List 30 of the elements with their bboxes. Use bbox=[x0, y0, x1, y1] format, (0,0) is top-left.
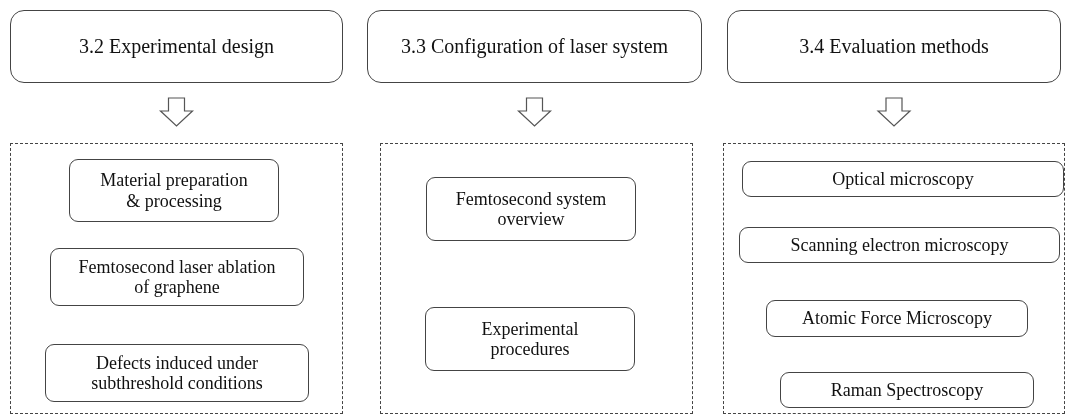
process-box bbox=[69, 159, 279, 222]
process-box bbox=[739, 227, 1060, 263]
dashed-group-box bbox=[723, 143, 1065, 414]
process-box bbox=[426, 177, 636, 241]
process-box bbox=[742, 161, 1064, 197]
box-label: Optical microscopy bbox=[832, 168, 974, 190]
box-label: Experimental procedures bbox=[480, 318, 580, 360]
process-box bbox=[780, 372, 1034, 408]
section-box bbox=[367, 10, 702, 83]
dashed-group-box bbox=[380, 143, 693, 414]
box-label: Atomic Force Microscopy bbox=[802, 308, 992, 329]
section-box bbox=[727, 10, 1061, 83]
process-box bbox=[425, 307, 635, 371]
box-label: Defects induced under subthreshold conditions bbox=[90, 352, 264, 394]
box-label: 3.4 Evaluation methods bbox=[799, 35, 989, 58]
box-label: Scanning electron microscopy bbox=[790, 234, 1009, 256]
box-label: 3.3 Configuration of laser system bbox=[400, 35, 669, 58]
section-box bbox=[10, 10, 343, 83]
box-label: Raman Spectroscopy bbox=[830, 379, 984, 401]
process-box bbox=[766, 300, 1028, 337]
process-box bbox=[45, 344, 309, 402]
block-arrow bbox=[159, 97, 194, 127]
dashed-group-box bbox=[10, 143, 343, 414]
process-box bbox=[50, 248, 304, 306]
box-label: Femtosecond laser ablation of graphene bbox=[77, 256, 277, 298]
block-arrow bbox=[876, 97, 912, 127]
box-label: Material preparation & processing bbox=[99, 170, 249, 211]
box-label: 3.2 Experimental design bbox=[79, 35, 274, 58]
block-arrow bbox=[517, 97, 552, 127]
box-label: Femtosecond system overview bbox=[454, 188, 608, 230]
